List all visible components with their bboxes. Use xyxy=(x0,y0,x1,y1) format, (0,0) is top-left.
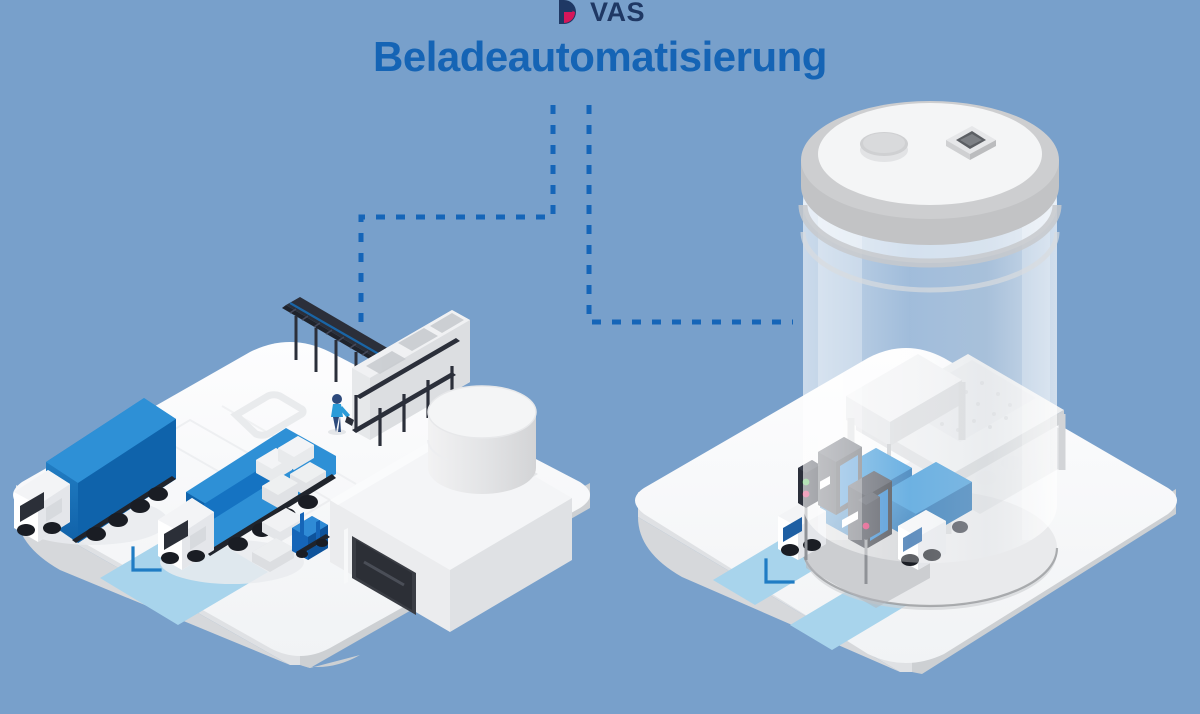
glass-cylinder xyxy=(798,101,1062,563)
forklift xyxy=(292,512,330,560)
plant-pad-marking xyxy=(230,391,307,439)
brand-logo: VAS xyxy=(0,0,1200,30)
automated-loading-site xyxy=(635,101,1177,674)
dock-door xyxy=(352,536,416,615)
truck-outbound-1 xyxy=(14,398,176,545)
plant-site xyxy=(13,297,590,668)
plant-corner-mark xyxy=(131,546,162,572)
worker-figure xyxy=(328,394,354,435)
trailer-cargo xyxy=(256,436,326,508)
bay-corner-mark xyxy=(764,558,795,584)
vas-logo-icon xyxy=(558,0,576,24)
round-hatch xyxy=(860,132,908,162)
brand-name: VAS xyxy=(589,0,645,27)
page-title: Beladeautomatisierung xyxy=(373,33,827,80)
pallet-stack xyxy=(252,508,304,572)
square-hatch xyxy=(946,126,996,160)
roof-silo xyxy=(427,385,537,494)
